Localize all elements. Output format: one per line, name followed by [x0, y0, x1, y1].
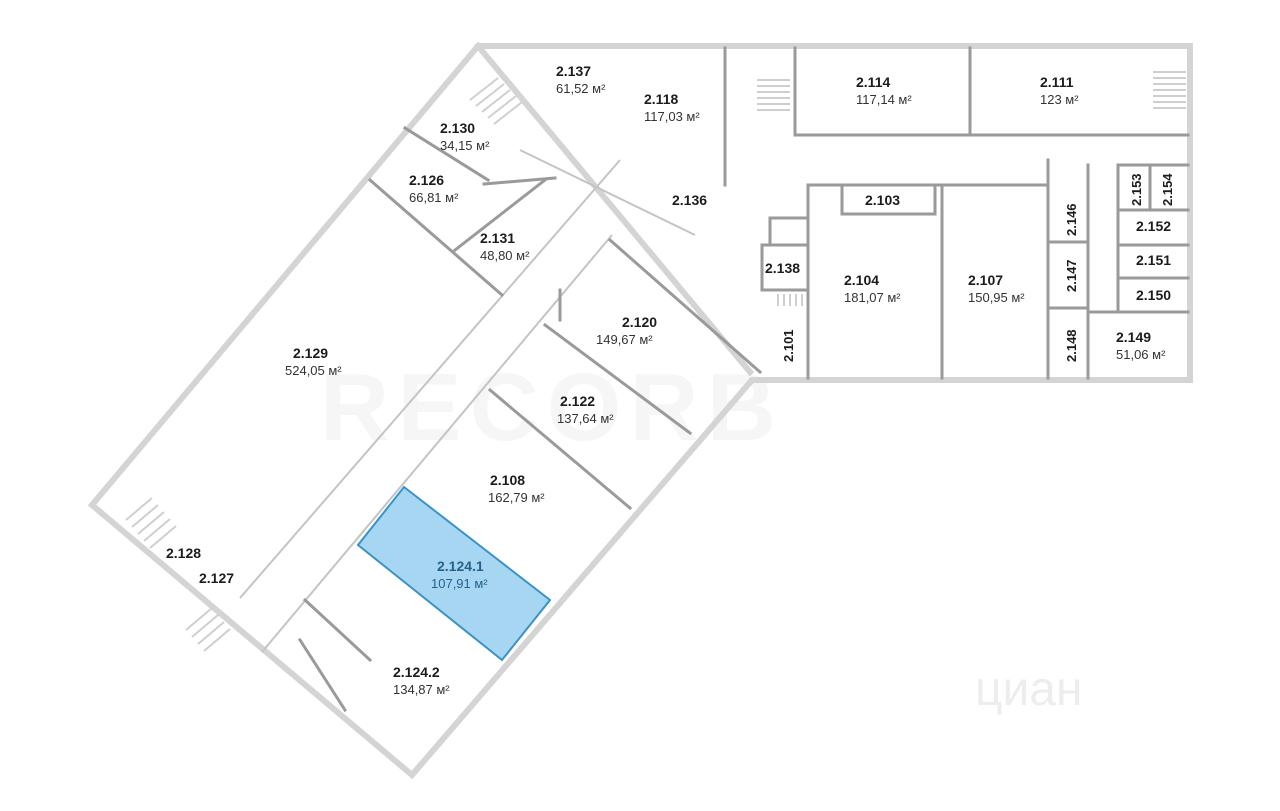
- room-id[interactable]: 2.154: [1160, 173, 1175, 206]
- room-id[interactable]: 2.104: [844, 272, 879, 288]
- room-id[interactable]: 2.149: [1116, 329, 1151, 345]
- room-id[interactable]: 2.108: [490, 472, 525, 488]
- room-id[interactable]: 2.138: [765, 260, 800, 276]
- room-id-selected[interactable]: 2.124.1: [437, 558, 484, 574]
- room-area: 181,07 м²: [844, 290, 901, 305]
- room-id[interactable]: 2.128: [166, 545, 201, 561]
- room-id[interactable]: 2.118: [644, 91, 678, 107]
- room-area: 162,79 м²: [488, 490, 545, 505]
- room-area: 137,64 м²: [557, 411, 614, 426]
- stairs-west: [125, 497, 177, 549]
- room-id[interactable]: 2.122: [560, 393, 595, 409]
- room-id[interactable]: 2.124.2: [393, 664, 440, 680]
- corridor-wall-east: [261, 234, 613, 653]
- room-id[interactable]: 2.101: [781, 329, 796, 362]
- room-area: 149,67 м²: [596, 332, 653, 347]
- stairs-north-west: [469, 77, 523, 125]
- room-area: 66,81 м²: [409, 190, 459, 205]
- room-id[interactable]: 2.114: [856, 74, 890, 90]
- stairs-south-west: [185, 607, 231, 652]
- room-id[interactable]: 2.107: [968, 272, 1003, 288]
- room-2-124-1-highlight[interactable]: [356, 485, 552, 662]
- room-id[interactable]: 2.130: [440, 120, 475, 136]
- corridor-wall-north: [519, 149, 696, 236]
- outer-wall-east-wing: [87, 43, 1193, 780]
- room-id[interactable]: 2.137: [556, 63, 591, 79]
- room-area: 51,06 м²: [1116, 347, 1166, 362]
- stairs-north-center: [757, 79, 790, 111]
- east-wing-partitions: [723, 46, 1190, 380]
- site-watermark: циан: [975, 663, 1083, 716]
- room-area: 134,87 м²: [393, 682, 450, 697]
- room-id[interactable]: 2.111: [1040, 74, 1074, 90]
- west-wing-partitions: [297, 125, 763, 713]
- room-area: 48,80 м²: [480, 248, 530, 263]
- room-labels: 2.137 61,52 м² 2.118 117,03 м² 2.114 117…: [166, 63, 1175, 697]
- room-area: 123 м²: [1040, 92, 1079, 107]
- room-id[interactable]: 2.150: [1136, 287, 1171, 303]
- room-area: 524,05 м²: [285, 363, 342, 378]
- room-id[interactable]: 2.136: [672, 192, 707, 208]
- stairs-north-east: [1153, 71, 1186, 109]
- room-area: 117,14 м²: [856, 92, 912, 107]
- brand-watermark: RECORB: [320, 354, 784, 461]
- room-id[interactable]: 2.131: [480, 230, 515, 246]
- room-area-selected: 107,91 м²: [431, 576, 488, 591]
- corridor-wall-west: [239, 159, 621, 599]
- room-id[interactable]: 2.153: [1129, 173, 1144, 206]
- room-id[interactable]: 2.146: [1064, 203, 1079, 236]
- room-id[interactable]: 2.103: [865, 192, 900, 208]
- room-id[interactable]: 2.126: [409, 172, 444, 188]
- room-area: 34,15 м²: [440, 138, 490, 153]
- room-area: 117,03 м²: [644, 109, 700, 124]
- room-id[interactable]: 2.151: [1136, 252, 1171, 268]
- room-id[interactable]: 2.152: [1136, 218, 1171, 234]
- room-id[interactable]: 2.148: [1064, 329, 1079, 362]
- room-id[interactable]: 2.120: [622, 314, 657, 330]
- room-id[interactable]: 2.129: [293, 345, 328, 361]
- room-area: 61,52 м²: [556, 81, 606, 96]
- room-id[interactable]: 2.147: [1064, 259, 1079, 292]
- room-id[interactable]: 2.127: [199, 570, 234, 586]
- stairs-room-2138: [777, 294, 803, 306]
- corridor-wall: [473, 41, 755, 377]
- room-area: 150,95 м²: [968, 290, 1025, 305]
